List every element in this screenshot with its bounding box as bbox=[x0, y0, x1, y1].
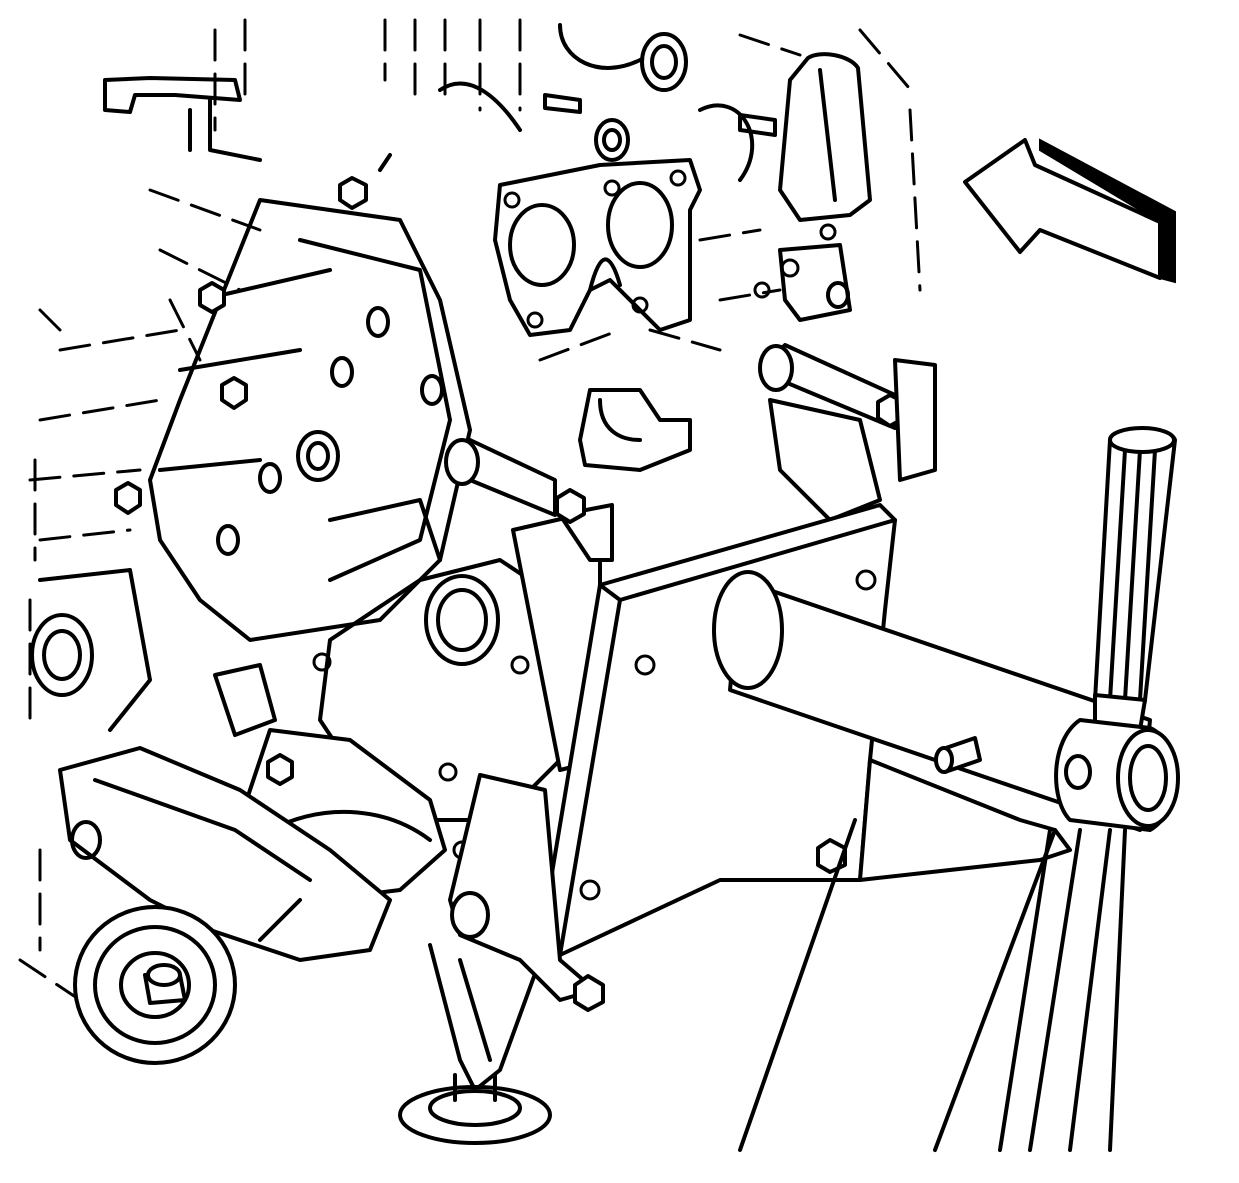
coil-bracket bbox=[753, 52, 872, 322]
oil-filter-adapter bbox=[398, 943, 552, 1145]
idler-pulley bbox=[73, 905, 237, 1065]
tool-stand bbox=[738, 758, 1127, 1152]
tool-support-right bbox=[758, 343, 937, 522]
upper-bosses bbox=[438, 32, 777, 182]
water-outlet bbox=[578, 388, 692, 472]
cylinder-head-cover bbox=[148, 198, 472, 642]
manifold-gasket bbox=[493, 158, 702, 337]
direction-arrow-icon bbox=[963, 138, 1176, 284]
head-bolts bbox=[114, 153, 392, 515]
idler-bracket bbox=[58, 746, 392, 962]
tool-lower-arm bbox=[448, 773, 605, 1012]
upper-left-bracket bbox=[103, 76, 262, 162]
left-boss bbox=[30, 568, 152, 732]
tool-handle bbox=[1054, 426, 1180, 832]
